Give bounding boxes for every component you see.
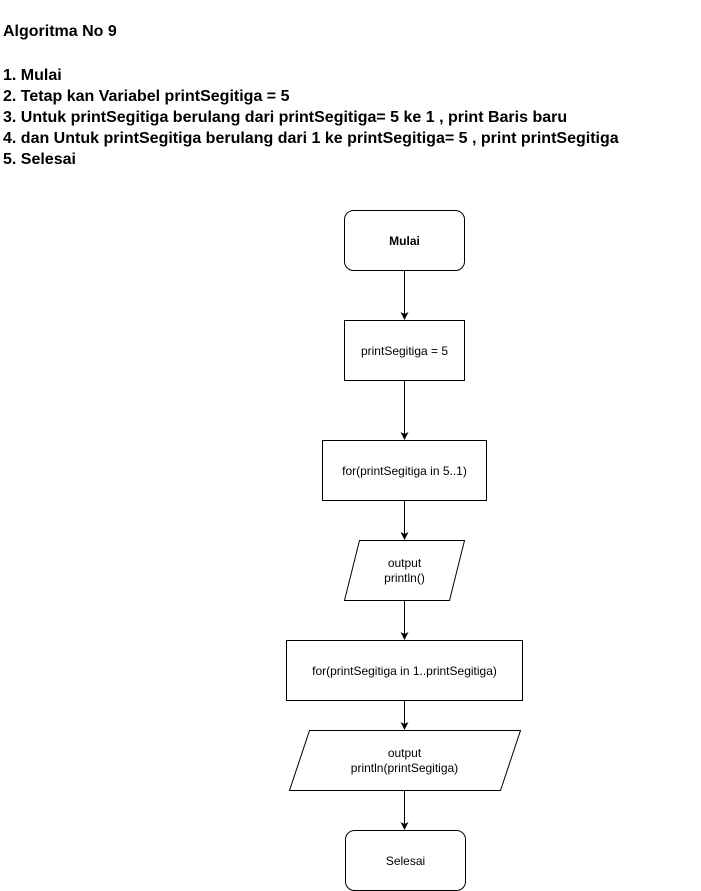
algorithm-steps: 1. Mulai 2. Tetap kan Variabel printSegi… — [3, 65, 619, 170]
output1-node-label: output — [388, 556, 422, 570]
assign-node-label: printSegitiga = 5 — [361, 344, 448, 358]
inner-loop-node-label: for(printSegitiga in 1..printSegitiga) — [312, 664, 497, 678]
output1-node — [343, 540, 466, 601]
inner-loop-node — [286, 640, 523, 701]
step-item: 1. Mulai — [3, 67, 62, 84]
output2-node-label: output — [388, 746, 422, 760]
step-item: 3. Untuk printSegitiga berulang dari pri… — [3, 109, 568, 126]
assign-node — [344, 320, 465, 381]
output2-node-label: println(printSegitiga) — [351, 761, 458, 775]
output2-node — [288, 730, 522, 791]
outer-loop-node — [322, 440, 487, 501]
page-title: Algoritma No 9 — [3, 23, 117, 40]
step-item: 4. dan Untuk printSegitiga berulang dari… — [3, 130, 619, 147]
outer-loop-node-label: for(printSegitiga in 5..1) — [342, 464, 467, 478]
step-item: 5. Selesai — [3, 151, 76, 168]
end-node-label: Selesai — [386, 854, 425, 868]
start-node-label: Mulai — [389, 234, 420, 248]
output1-node-label: println() — [384, 571, 425, 585]
step-item: 2. Tetap kan Variabel printSegitiga = 5 — [3, 88, 290, 105]
